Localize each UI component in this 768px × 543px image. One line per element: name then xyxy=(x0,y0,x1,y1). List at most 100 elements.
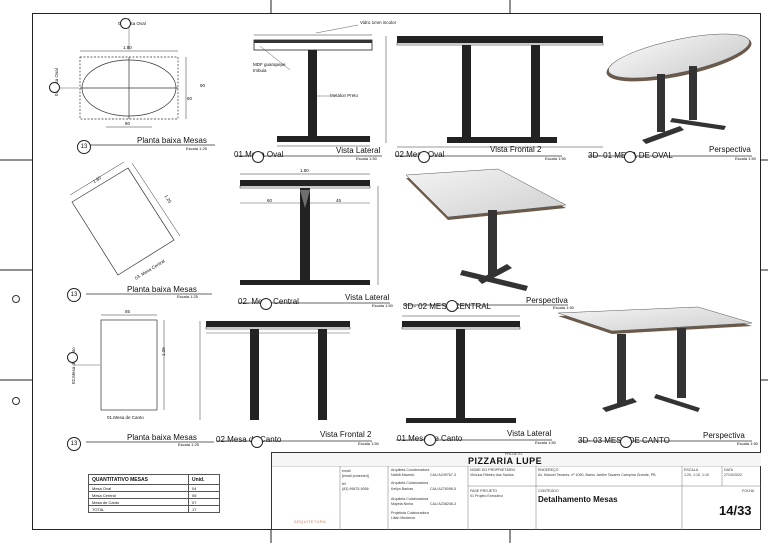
dimension: 85 xyxy=(125,309,131,314)
metalon-callout: Metalon Preto xyxy=(330,93,359,98)
section-marker xyxy=(67,352,78,363)
scale-value: 1:20, 1:10, 1:10 xyxy=(684,473,709,477)
email-label: email xyxy=(342,469,351,473)
corner-table-3d xyxy=(557,306,753,412)
person-reg: CAU A249767-3 xyxy=(430,473,456,477)
phase-value: 01 Projeto Executivo xyxy=(470,494,503,498)
glass-callout: Vidro 1mm incolor xyxy=(360,20,397,25)
plan-tag: 02.Mesa Oval xyxy=(118,21,146,26)
section-marker xyxy=(251,436,263,448)
content-value: Detalhamento Mesas xyxy=(538,495,618,504)
dimension: 1.25 xyxy=(161,347,166,356)
section-marker xyxy=(424,434,436,446)
dimension: 90 xyxy=(200,83,206,88)
view-scale: Escala 1:50 xyxy=(535,440,556,445)
section-marker xyxy=(620,436,632,448)
project-name: PIZZARIA LUPE xyxy=(468,456,543,466)
section-marker xyxy=(418,151,430,163)
plan-tag: 01.Mesa de Canto xyxy=(107,415,144,420)
person-role: Arquiteta Colaboradora xyxy=(391,481,429,485)
oval-table-3d xyxy=(606,33,752,144)
person-reg: CAU A238208-3 xyxy=(430,502,456,506)
view-number: 13 xyxy=(67,437,81,451)
dimension: 1.80 xyxy=(123,45,132,50)
view-scale: Escala 1:50 xyxy=(735,156,756,161)
dimension: 60 xyxy=(267,198,273,203)
dimension: 1.80 xyxy=(300,168,309,173)
view-scale: Escala 1:25 xyxy=(186,146,207,151)
view-scale: Escala 1:50 xyxy=(372,303,393,308)
title-block-grid xyxy=(272,453,761,530)
scale-label: ESCALA xyxy=(684,468,699,472)
view-type: Vista Lateral xyxy=(345,293,390,302)
view-title: Planta baixa Mesas xyxy=(127,433,197,442)
view-number: 13 xyxy=(67,288,81,302)
phase-label: FASE PROJETO xyxy=(470,489,498,493)
oval-table-plan xyxy=(58,18,187,128)
address-label: ENDEREÇO xyxy=(538,468,559,472)
table-cell: TOTAL xyxy=(88,505,189,513)
view-type: Perspectiva xyxy=(703,431,745,440)
view-scale: Escala 1:50 xyxy=(737,441,758,446)
view-type: Vista Frontal 2 xyxy=(490,145,542,154)
central-table-plan xyxy=(69,161,181,276)
binder-hole xyxy=(12,397,20,405)
corner-table-frontal xyxy=(199,321,351,420)
view-type: Vista Lateral xyxy=(336,146,381,155)
view-scale: Escala 1:50 xyxy=(358,441,379,446)
email-value: [email protected] xyxy=(342,474,369,478)
sheet-number: 14/33 xyxy=(719,503,752,518)
table-cell: 07 xyxy=(188,498,220,506)
sheet-label: FOLHA xyxy=(742,489,754,493)
view-scale: Escala 1:25 xyxy=(177,294,198,299)
table-cell: Mesa de Canto xyxy=(88,498,189,506)
address-value: Av. Manoel Tavares, nº 1090, Bairro Jard… xyxy=(538,473,656,477)
oval-table-frontal xyxy=(385,36,604,148)
person-name: Nathã Macedo xyxy=(391,473,415,477)
tel-value: (83) 99875-9056 xyxy=(342,487,369,491)
view-title: Planta baixa Mesas xyxy=(127,285,197,294)
binder-hole xyxy=(12,295,20,303)
view-title: 02.Mesa de Canto xyxy=(216,435,282,444)
central-table-lateral xyxy=(239,173,379,285)
person-name: Kellyn Barbas xyxy=(391,487,414,491)
person-name: Mayela Ninha xyxy=(391,502,413,506)
table-header: Unid. xyxy=(188,474,220,485)
dimension: 45 xyxy=(336,198,342,203)
person-role: Projetista Colaboradora xyxy=(391,511,429,515)
table-cell: Mesa Oval xyxy=(88,484,189,492)
person-role: Arquiteta Coordenadora xyxy=(391,468,430,472)
project-label: PROJETO xyxy=(505,452,522,456)
view-title: Planta baixa Mesas xyxy=(137,136,207,145)
mdf-callout: MDF guarapepe xyxy=(253,62,286,67)
owner-value: Vinicius Ribeiro dos Santos xyxy=(470,473,514,477)
section-marker xyxy=(120,18,131,29)
section-marker xyxy=(624,151,636,163)
section-marker xyxy=(260,298,272,310)
content-label: CONTEÚDO xyxy=(538,489,559,493)
table-cell: Mesa Central xyxy=(88,491,189,499)
oval-table-lateral xyxy=(253,24,373,147)
table-header-row: QUANTITATIVO MESAS Unid. xyxy=(88,474,220,485)
dimension: 80 xyxy=(125,121,131,126)
table-cell: 04 xyxy=(188,484,220,492)
view-scale: Escala 1:25 xyxy=(178,442,199,447)
person-role: Arquiteta Colaboradora xyxy=(391,497,429,501)
person-reg: CAU A276096-5 xyxy=(430,487,456,491)
dimension: 60 xyxy=(187,96,193,101)
corner-table-plan xyxy=(73,314,165,411)
central-table-3d xyxy=(405,168,567,291)
date-value: 27/10/2022 xyxy=(724,473,742,477)
table-cell: 06 xyxy=(188,491,220,499)
mdf-callout-2: Imbuia xyxy=(253,68,267,73)
view-number: 13 xyxy=(77,140,91,154)
date-label: DATA xyxy=(724,468,734,472)
view-type: Perspectiva xyxy=(709,145,751,154)
